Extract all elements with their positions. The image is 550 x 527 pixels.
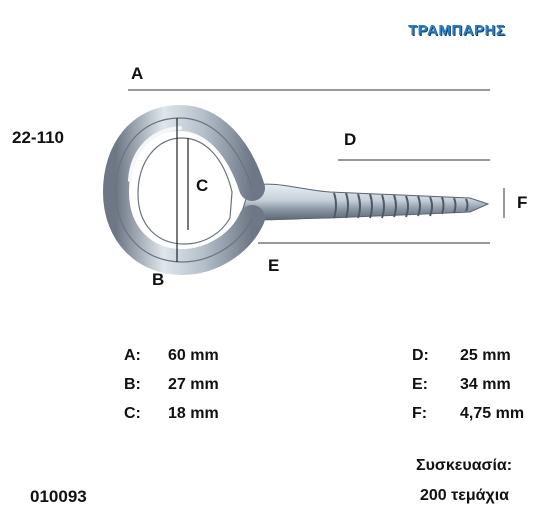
spec-key-b: B: [124, 376, 141, 393]
spec-key-c: C: [124, 405, 141, 422]
dim-label-c: C [196, 176, 209, 195]
brand-logo: ΤΡΑΜΠΑΡΗΣ [408, 22, 506, 39]
spec-value-a: 60 mm [168, 347, 219, 364]
dim-label-e: E [268, 256, 280, 275]
dim-label-a: A [131, 64, 144, 83]
dim-label-f: F [517, 193, 528, 212]
spec-key-a: A: [124, 347, 141, 364]
spec-value-d: 25 mm [460, 347, 511, 364]
spec-key-d: D: [412, 347, 429, 364]
dim-label-d: D [344, 130, 357, 149]
product-diagram [102, 89, 505, 276]
spec-key-e: E: [412, 376, 428, 393]
barcode-number: 010093 [30, 487, 87, 506]
spec-value-f: 4,75 mm [460, 405, 525, 422]
spec-key-f: F: [412, 405, 428, 422]
packaging-quantity: 200 τεμάχια [420, 487, 509, 504]
spec-value-e: 34 mm [460, 376, 511, 393]
spec-value-c: 18 mm [168, 405, 219, 422]
product-code: 22-110 [12, 128, 64, 147]
dim-label-b: B [152, 270, 165, 289]
spec-value-b: 27 mm [168, 376, 219, 393]
eye-screw-image [102, 104, 490, 276]
packaging-label: Συσκευασία: [416, 457, 513, 474]
